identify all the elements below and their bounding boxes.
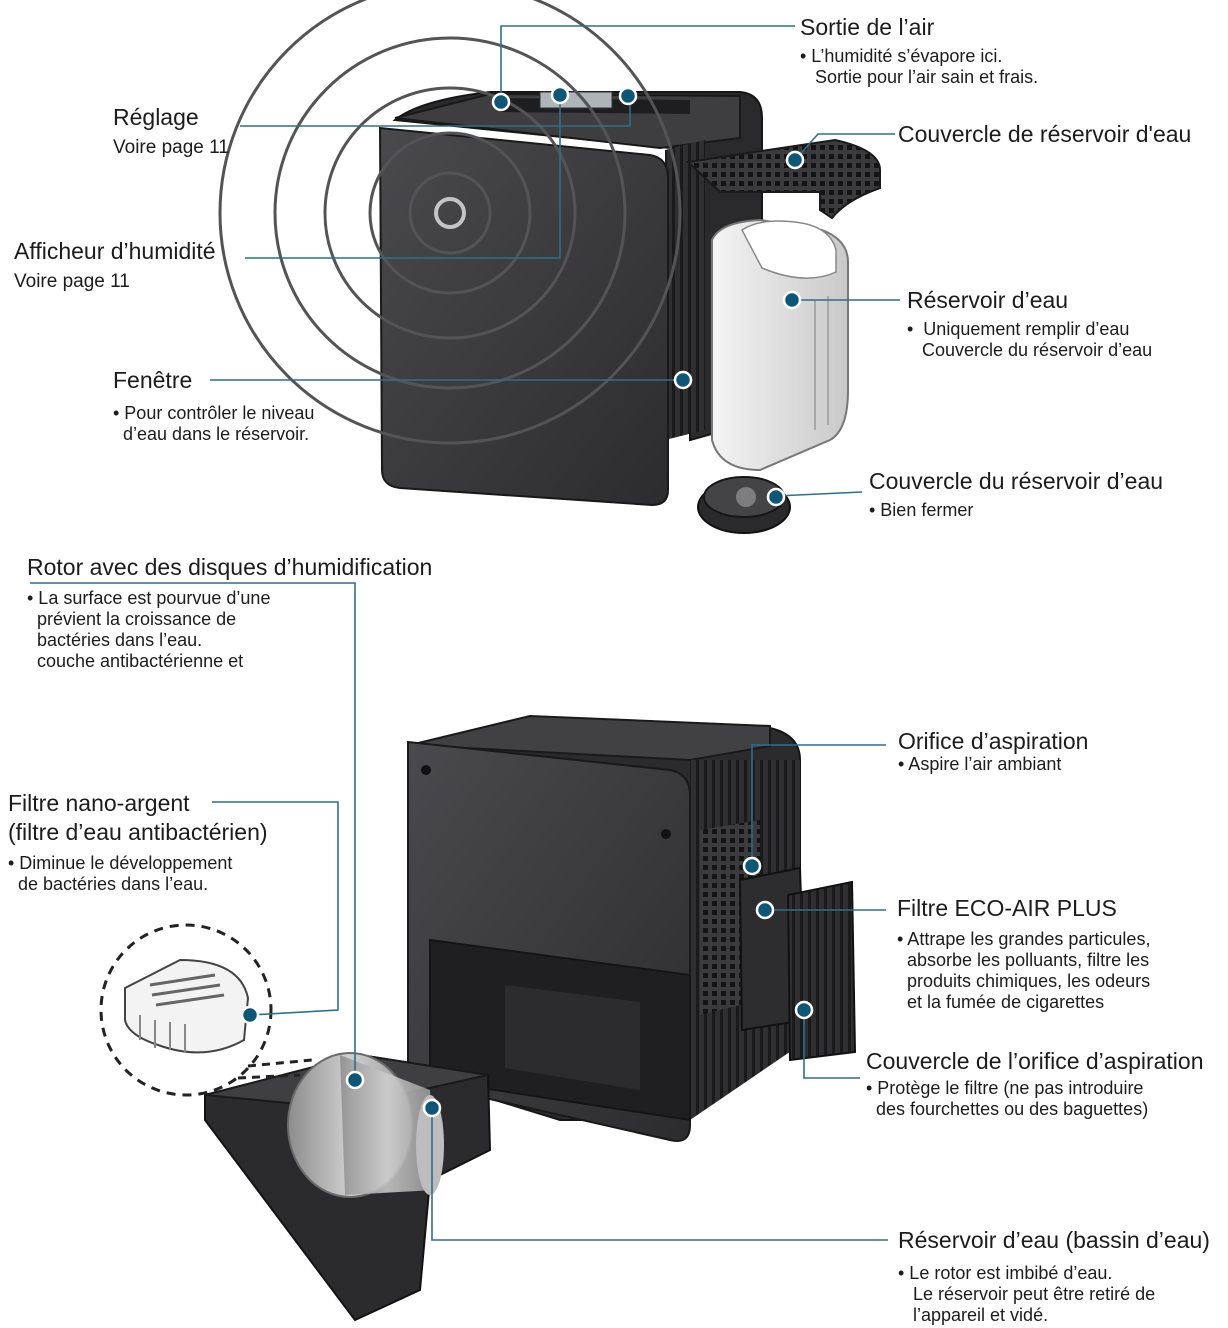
reservoir-eau-desc: • Uniquement remplir d’eau Couvercle du … — [907, 319, 1153, 360]
reservoir-lid-shape — [685, 138, 881, 220]
orifice-desc: • Aspire l’air ambiant — [898, 754, 1062, 774]
reservoir-eau-title: Réservoir d’eau — [907, 287, 1069, 313]
label-filtre-eco: Filtre ECO-AIR PLUS • Attrape les grande… — [897, 895, 1150, 1013]
label-orifice: Orifice d’aspiration • Aspire l’air ambi… — [898, 728, 1088, 775]
leader-lines — [30, 25, 900, 1241]
filtre-nano-desc: • Diminue le développement de bactéries … — [8, 853, 233, 894]
orifice-title: Orifice d’aspiration — [898, 728, 1089, 754]
label-rotor: Rotor avec des disques d’humidification … — [27, 554, 432, 672]
humidifier-back-unit — [407, 714, 801, 1142]
label-reservoir-eau: Réservoir d’eau • Uniquement remplir d’e… — [907, 287, 1152, 361]
bassin-desc: • Le rotor est imbibé d’eau. Le réservoi… — [898, 1263, 1156, 1325]
label-reglage: Réglage Voire page 11 — [113, 104, 229, 159]
fenetre-desc: • Pour contrôler le niveau d’eau dans le… — [113, 403, 315, 444]
filtre-nano-title: Filtre nano-argent — [8, 790, 190, 816]
fenetre-title: Fenêtre — [113, 367, 193, 393]
tank-cap-shape — [697, 476, 791, 534]
couvercle-reservoir-title: Couvercle de réservoir d'eau — [898, 121, 1192, 147]
reglage-sub: Voire page 11 — [113, 137, 229, 158]
filtre-eco-title: Filtre ECO-AIR PLUS — [897, 895, 1117, 921]
label-couvercle-du-reservoir: Couvercle du réservoir d’eau • Bien ferm… — [869, 468, 1163, 521]
couvercle-du-reservoir-desc: • Bien fermer — [869, 500, 974, 520]
sortie-air-desc: • L’humidité s’évapore ici. Sortie pour … — [800, 46, 1039, 87]
reglage-title: Réglage — [113, 104, 199, 130]
filtre-eco-desc: • Attrape les grandes particules, absorb… — [897, 929, 1151, 1012]
water-tank-shape — [711, 218, 849, 472]
afficheur-sub: Voire page 11 — [14, 271, 130, 292]
label-bassin: Réservoir d’eau (bassin d’eau) • Le roto… — [898, 1227, 1228, 1326]
label-couvercle-reservoir: Couvercle de réservoir d'eau — [898, 121, 1191, 147]
leader-dots — [240, 85, 814, 1118]
couvercle-orifice-desc: • Protège le filtre (ne pas introduire d… — [866, 1078, 1149, 1119]
rotor-desc: • La surface est pourvue d’une prévient … — [27, 588, 271, 671]
rotor-title: Rotor avec des disques d’humidification — [27, 554, 433, 580]
couvercle-orifice-title: Couvercle de l’orifice d’aspiration — [866, 1048, 1204, 1074]
label-afficheur: Afficheur d’humidité Voire page 11 — [14, 238, 216, 293]
label-fenetre: Fenêtre • Pour contrôler le niveau d’eau… — [113, 367, 314, 445]
afficheur-title: Afficheur d’humidité — [14, 238, 216, 264]
water-basin-shape — [204, 1052, 492, 1322]
nano-filter-magnifier — [99, 923, 313, 1097]
label-couvercle-orifice: Couvercle de l’orifice d’aspiration • Pr… — [866, 1048, 1228, 1120]
label-filtre-nano: Filtre nano-argent (filtre d’eau antibac… — [8, 790, 268, 895]
bassin-title: Réservoir d’eau (bassin d’eau) — [898, 1227, 1210, 1253]
couvercle-du-reservoir-title: Couvercle du réservoir d’eau — [869, 468, 1164, 494]
humidifier-front-unit — [218, 0, 763, 507]
filtre-nano-title2: (filtre d’eau antibactérien) — [8, 819, 268, 845]
label-sortie-air: Sortie de l’air • L’humidité s’évapore i… — [800, 14, 1038, 88]
sortie-air-title: Sortie de l’air — [800, 14, 935, 40]
